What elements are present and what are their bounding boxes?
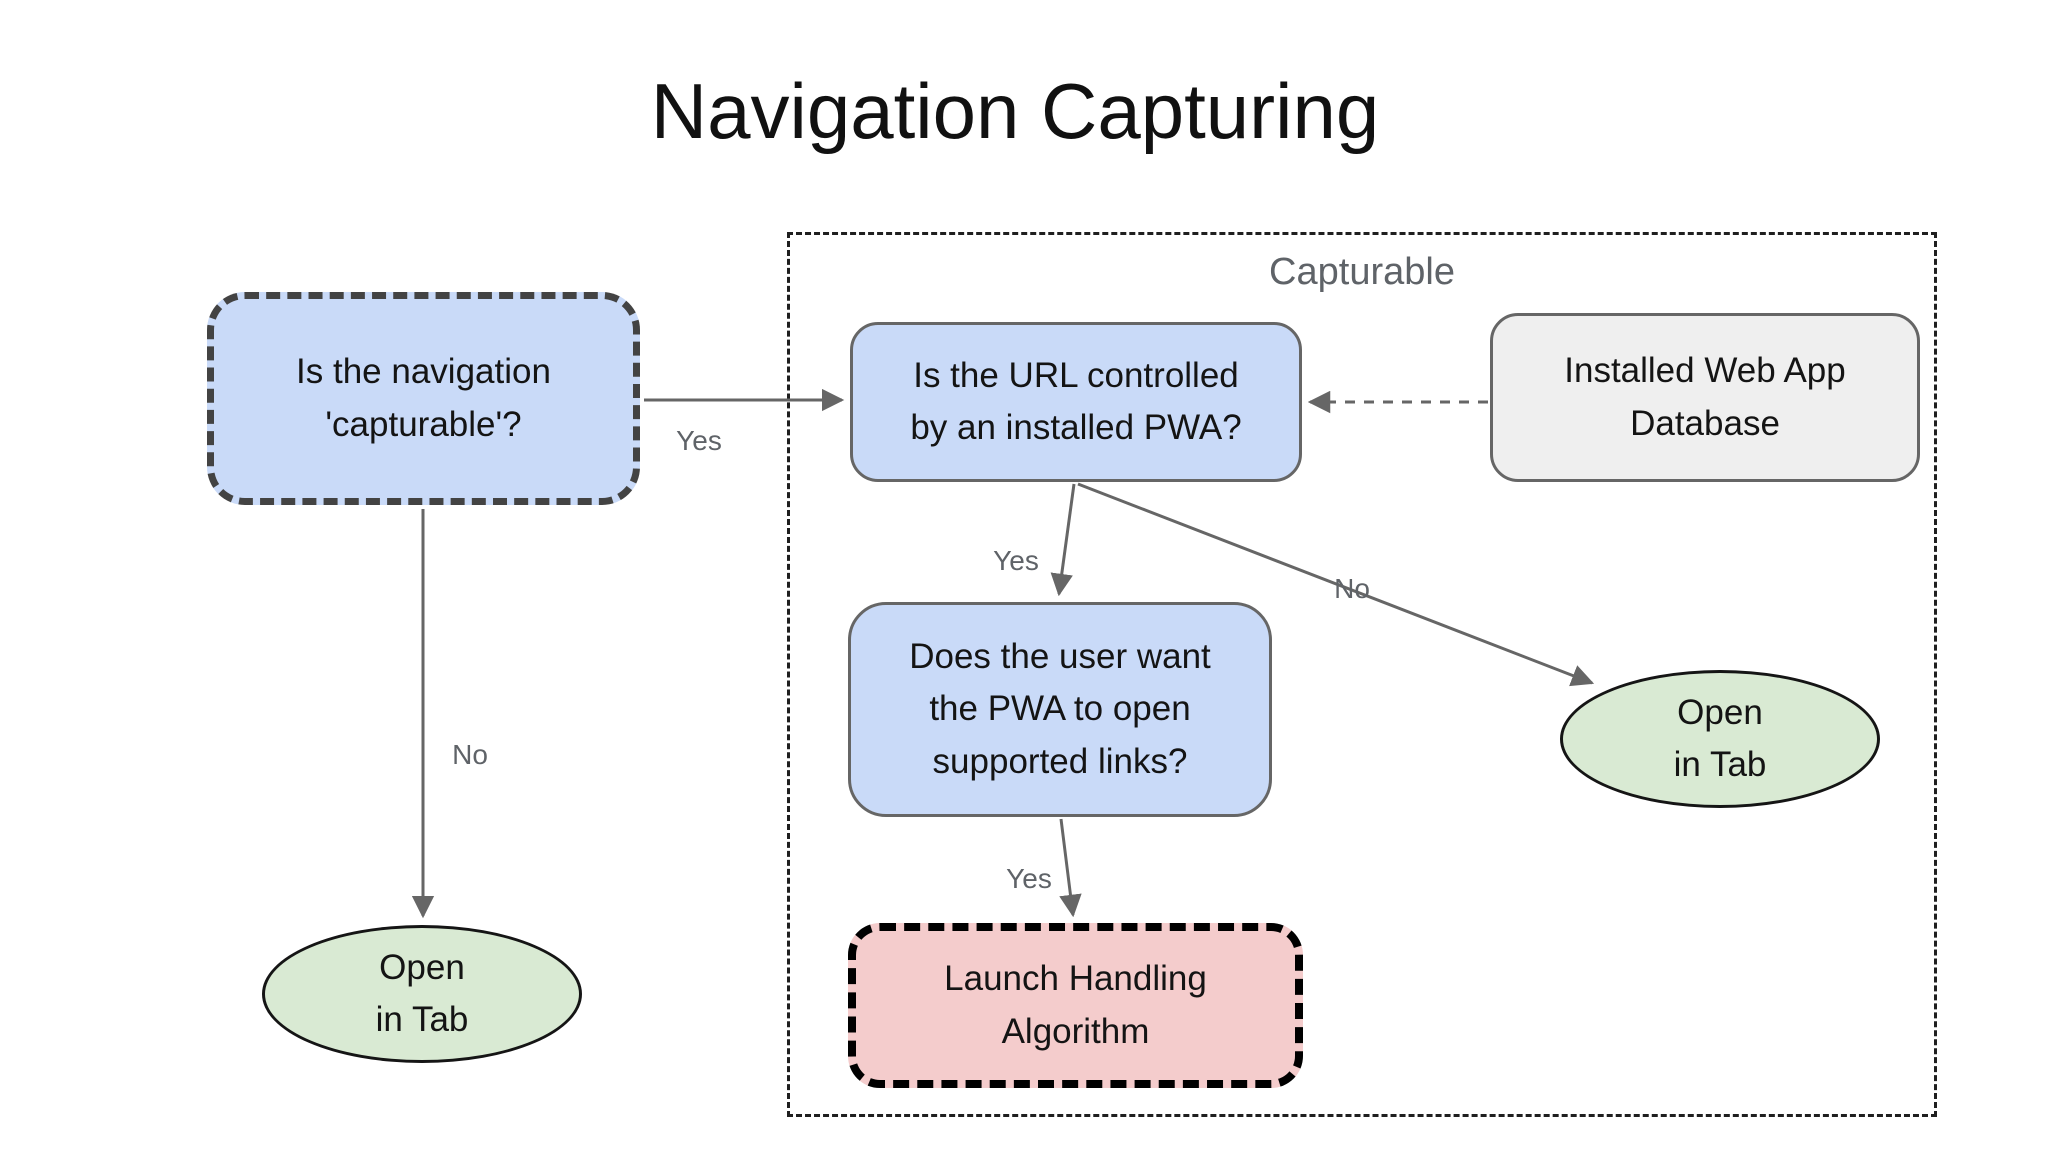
edge-label-pwa-no: No <box>1334 573 1370 604</box>
edge-label-capturable-no: No <box>452 739 488 770</box>
node-installed-web-app-database: Installed Web App Database <box>1490 313 1920 482</box>
node-is-url-controlled-by-pwa: Is the URL controlled by an installed PW… <box>850 322 1302 482</box>
edge-supported-links-yes <box>1059 818 1082 918</box>
node-is-navigation-capturable: Is the navigation 'capturable'? <box>207 292 640 505</box>
edge-label-pwa-yes: Yes <box>993 545 1039 576</box>
edge-label-capturable-yes: Yes <box>676 425 722 456</box>
edge-label-supported-links-yes: Yes <box>1006 863 1052 894</box>
node-open-in-tab-right: Open in Tab <box>1560 670 1880 808</box>
capturable-group-label: Capturable <box>1269 251 1455 293</box>
edge-pwa-yes <box>1050 483 1076 597</box>
page-title: Navigation Capturing <box>650 67 1380 155</box>
node-open-in-tab-left: Open in Tab <box>262 925 582 1063</box>
node-launch-handling-algorithm: Launch Handling Algorithm <box>848 923 1303 1088</box>
capturable-group-frame: Capturable <box>787 232 1937 1117</box>
edge-pwa-no <box>1077 482 1595 687</box>
node-does-user-want-pwa-open-links: Does the user want the PWA to open suppo… <box>848 602 1272 817</box>
